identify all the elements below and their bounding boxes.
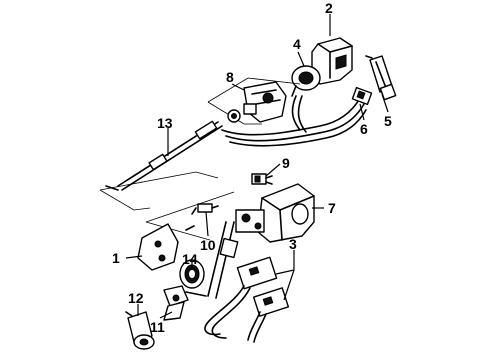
callout-9: 9: [282, 155, 290, 171]
leader-1: [125, 255, 143, 259]
callout-12: 12: [128, 290, 144, 306]
callout-2: 2: [325, 0, 333, 16]
callout-4: 4: [293, 36, 301, 52]
part-4-lock-cylinder: [291, 65, 321, 97]
part-1-bracket-plate: [137, 223, 195, 271]
leader-6: [359, 103, 365, 121]
part-13-steering-shaft: [105, 120, 223, 191]
leader-10: [205, 211, 209, 237]
callout-1: 1: [112, 250, 120, 266]
part-3-lower-wiring-harness: [204, 256, 290, 343]
part-6-wiring-harness: [221, 86, 373, 147]
callout-10: 10: [200, 237, 216, 253]
part-7-column-housing: [235, 183, 315, 243]
leader-4: [297, 51, 305, 67]
callout-14: 14: [182, 251, 198, 267]
callout-11: 11: [150, 319, 165, 335]
callout-5: 5: [384, 113, 392, 129]
assembly-outline-frame: [99, 171, 235, 241]
callout-3: 3: [289, 236, 297, 252]
part-11-universal-joint: [163, 285, 207, 321]
callout-8: 8: [226, 69, 234, 85]
part-2-lock-housing-cover: [311, 37, 353, 85]
part-12-shaft-coupler: [125, 311, 155, 350]
leader-lines: [125, 14, 389, 319]
leader-3b: [283, 269, 295, 301]
leader-5: [381, 93, 389, 113]
callout-6: 6: [360, 121, 368, 137]
part-5-key-cylinder: [365, 55, 397, 101]
leader-8: [231, 83, 245, 91]
leader-9: [265, 163, 281, 177]
part-10-pin: [191, 203, 219, 215]
callout-13: 13: [157, 115, 173, 131]
column-mast-jacket: [207, 221, 239, 299]
callout-labels: 2 4 5 6 8 13 9 7 10 1 14 3 11 12: [112, 0, 392, 335]
part-9-switch-clip: [251, 173, 273, 185]
leader-11: [159, 311, 173, 319]
leader-3a: [275, 250, 295, 275]
callout-7: 7: [328, 200, 336, 216]
part-8-bracket-assembly: [207, 77, 301, 125]
